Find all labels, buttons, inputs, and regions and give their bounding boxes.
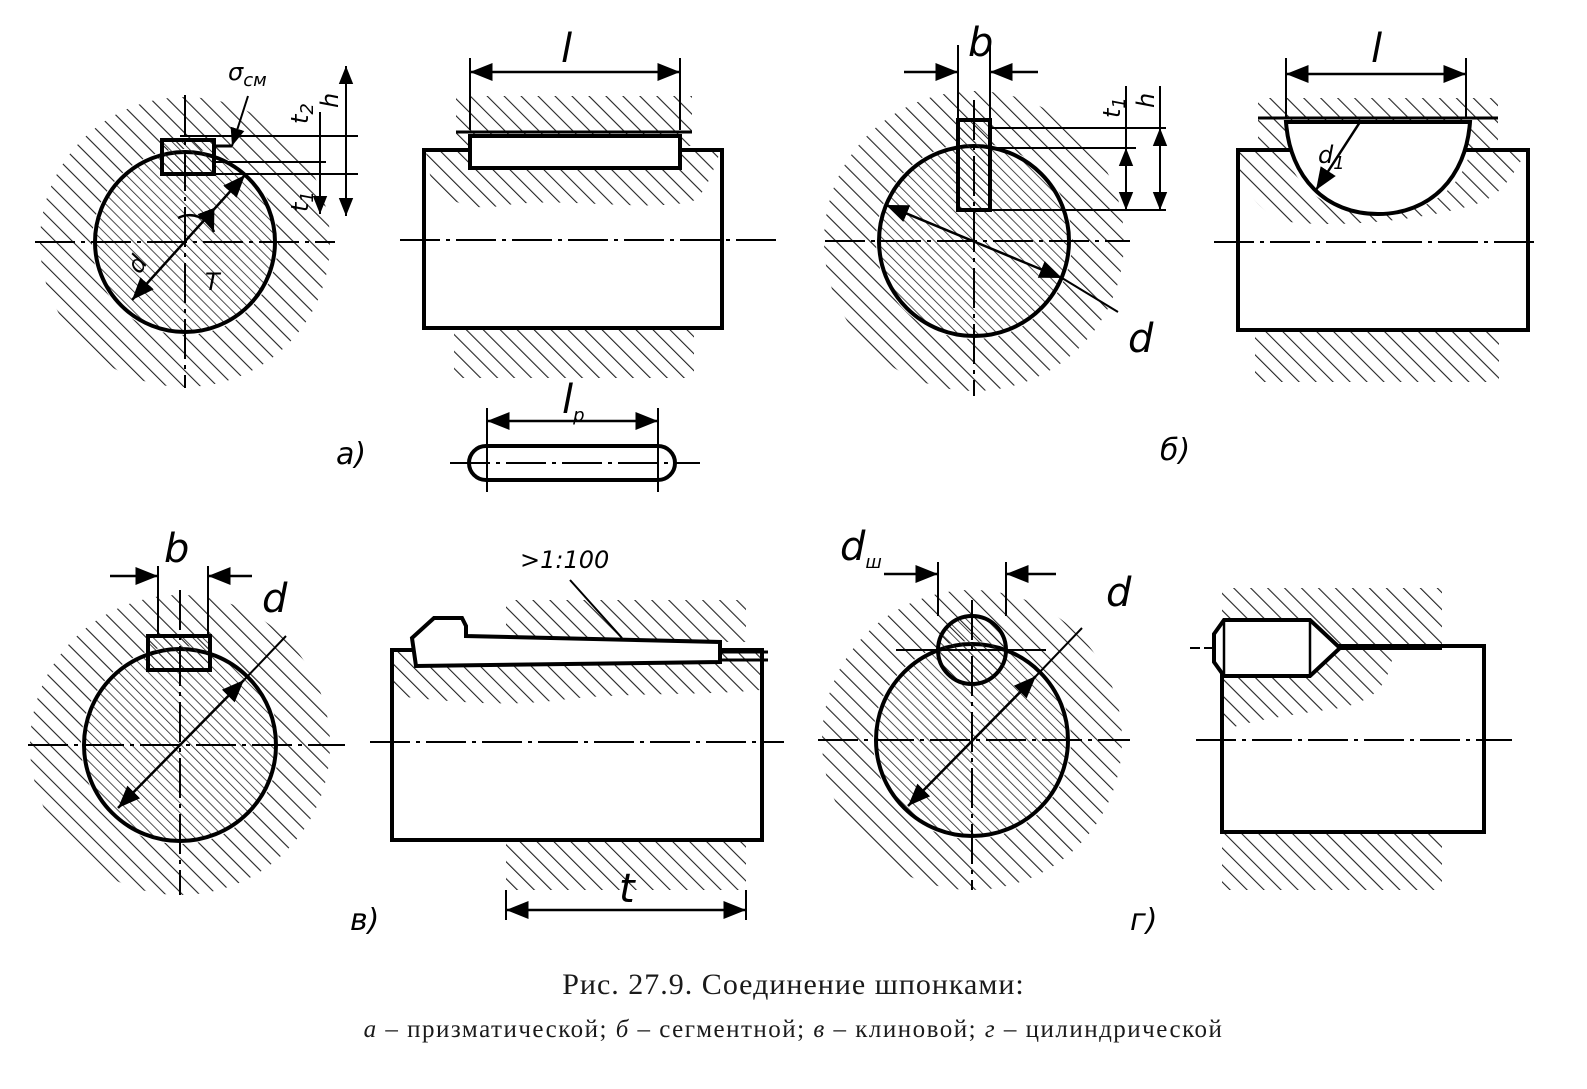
panel-b-cross-section (824, 45, 1168, 396)
panel-g-cross-section (818, 562, 1130, 890)
legend-item: а – призматической; (363, 1016, 608, 1043)
panel-b-side-view (1214, 58, 1540, 382)
panel-v-tag: в) (350, 903, 379, 938)
legend-item: г – цилиндрической (984, 1016, 1224, 1043)
panel-a-key-plan (450, 408, 700, 492)
panel-b-d1-label: d1 (1318, 141, 1345, 174)
panel-a-cross-section (35, 66, 358, 388)
figure-caption: Рис. 27.9. Соединение шпонками: (562, 968, 1025, 1001)
panel-g-pin-label: dш (840, 524, 882, 573)
panel-v-diameter-label: d (262, 576, 288, 622)
panel-v-hub-length-label: t (619, 866, 636, 912)
panel-b-t1-label: t1 (1098, 97, 1130, 118)
panel-a-stress-label: σсм (228, 58, 267, 91)
figure-legend: а – призматической; б – сегментной; в – … (0, 1016, 1587, 1044)
panel-g-tag: г) (1130, 903, 1157, 938)
panel-a-tag: a) (336, 437, 366, 472)
panel-b-tag: б) (1160, 433, 1190, 468)
panel-v-width-label: b (164, 526, 189, 572)
panel-v-cross-section (28, 566, 345, 895)
panel-v-taper-label: >1:100 (520, 546, 609, 574)
panel-g-side-view (1190, 588, 1512, 890)
panel-b-diameter-label: d (1128, 316, 1154, 362)
legend-item: б – сегментной; (615, 1016, 806, 1043)
panel-a-t1-label: t1 (286, 191, 318, 212)
panel-a-length-label: l (561, 26, 572, 72)
panel-b-width-label: b (968, 20, 993, 66)
panel-v-side-view (370, 579, 784, 920)
panel-a-side-view (400, 58, 780, 378)
panel-a-key-length-label: lp (562, 377, 585, 426)
panel-a-h-label: h (316, 93, 344, 108)
panel-b-h-label: h (1132, 93, 1160, 108)
panel-b-length-label: l (1371, 26, 1382, 72)
panel-a-t2-label: t2 (286, 103, 318, 124)
panel-g-diameter-label: d (1106, 570, 1132, 616)
legend-item: в – клиновой; (813, 1016, 978, 1043)
panel-a-torque-label: T (205, 268, 222, 296)
